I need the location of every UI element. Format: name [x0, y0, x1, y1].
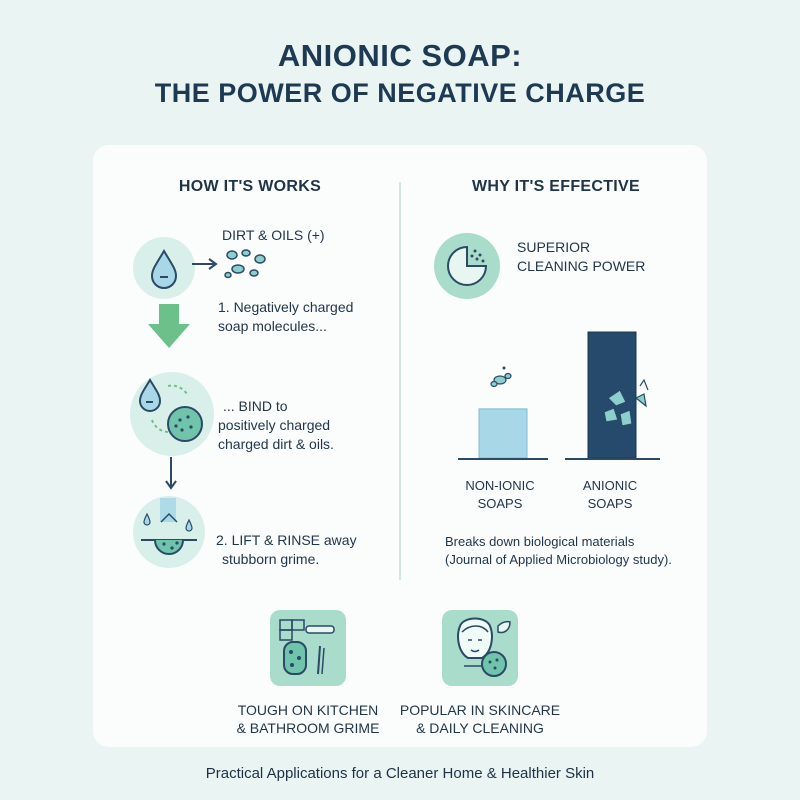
magnet-particle-icon — [138, 378, 203, 442]
footer-tagline: Practical Applications for a Cleaner Hom… — [205, 765, 595, 782]
page-title: ANIONIC SOAP: — [277, 38, 523, 73]
kitchen-line1: TOUGH ON KITCHEN — [237, 702, 379, 718]
dirt-oils-label: DIRT & OILS (+) — [222, 227, 325, 243]
step3-line1: 2. LIFT & RINSE away — [216, 532, 357, 548]
water-drop-icon — [150, 249, 178, 289]
page-subtitle: THE POWER OF NEGATIVE CHARGE — [154, 78, 646, 108]
sponge-brush-icon — [279, 619, 335, 675]
rinse-icon — [141, 498, 197, 555]
bar2-label-line1: ANIONIC — [582, 478, 638, 493]
pie-chart-icon — [447, 245, 488, 286]
column-divider — [399, 182, 401, 580]
step2-line2: positively charged — [218, 417, 331, 433]
step1-line2: soap molecules... — [218, 318, 327, 334]
step2-line1: ... BIND to — [223, 398, 288, 414]
how-it-works-heading: HOW IT'S WORKS — [178, 178, 322, 195]
why-effective-heading: WHY IT'S EFFECTIVE — [471, 178, 641, 195]
bar1-label-line2: SOAPS — [477, 496, 523, 511]
bar1-label-line1: NON-IONIC — [465, 478, 535, 493]
kitchen-icon-box — [270, 610, 346, 686]
down-arrow-icon — [165, 457, 177, 490]
step3-line2: stubborn grime. — [222, 551, 320, 567]
particles-on-bar2 — [603, 378, 649, 427]
study-note-line2: (Journal of Applied Microbiology study). — [445, 552, 672, 567]
bar2-label-line2: SOAPS — [587, 496, 633, 511]
right-arrow-icon — [192, 258, 218, 270]
skincare-line1: POPULAR IN SKINCARE — [399, 702, 561, 718]
face-leaf-icon — [457, 617, 511, 677]
skincare-line2: & DAILY CLEANING — [416, 720, 544, 736]
step2-line3: charged dirt & oils. — [218, 436, 334, 452]
bar-non-ionic — [478, 408, 528, 459]
study-note-line1: Breaks down biological materials — [445, 534, 635, 549]
kitchen-line2: & BATHROOM GRIME — [236, 720, 380, 736]
dirt-particles-icon — [224, 249, 266, 279]
superior-line1: SUPERIOR — [517, 239, 591, 255]
particles-above-bar1 — [490, 366, 512, 388]
effectiveness-bar-chart — [458, 331, 660, 460]
superior-line2: CLEANING POWER — [517, 258, 646, 274]
step1-line1: 1. Negatively charged — [218, 299, 354, 315]
green-down-arrow-icon — [148, 304, 190, 348]
